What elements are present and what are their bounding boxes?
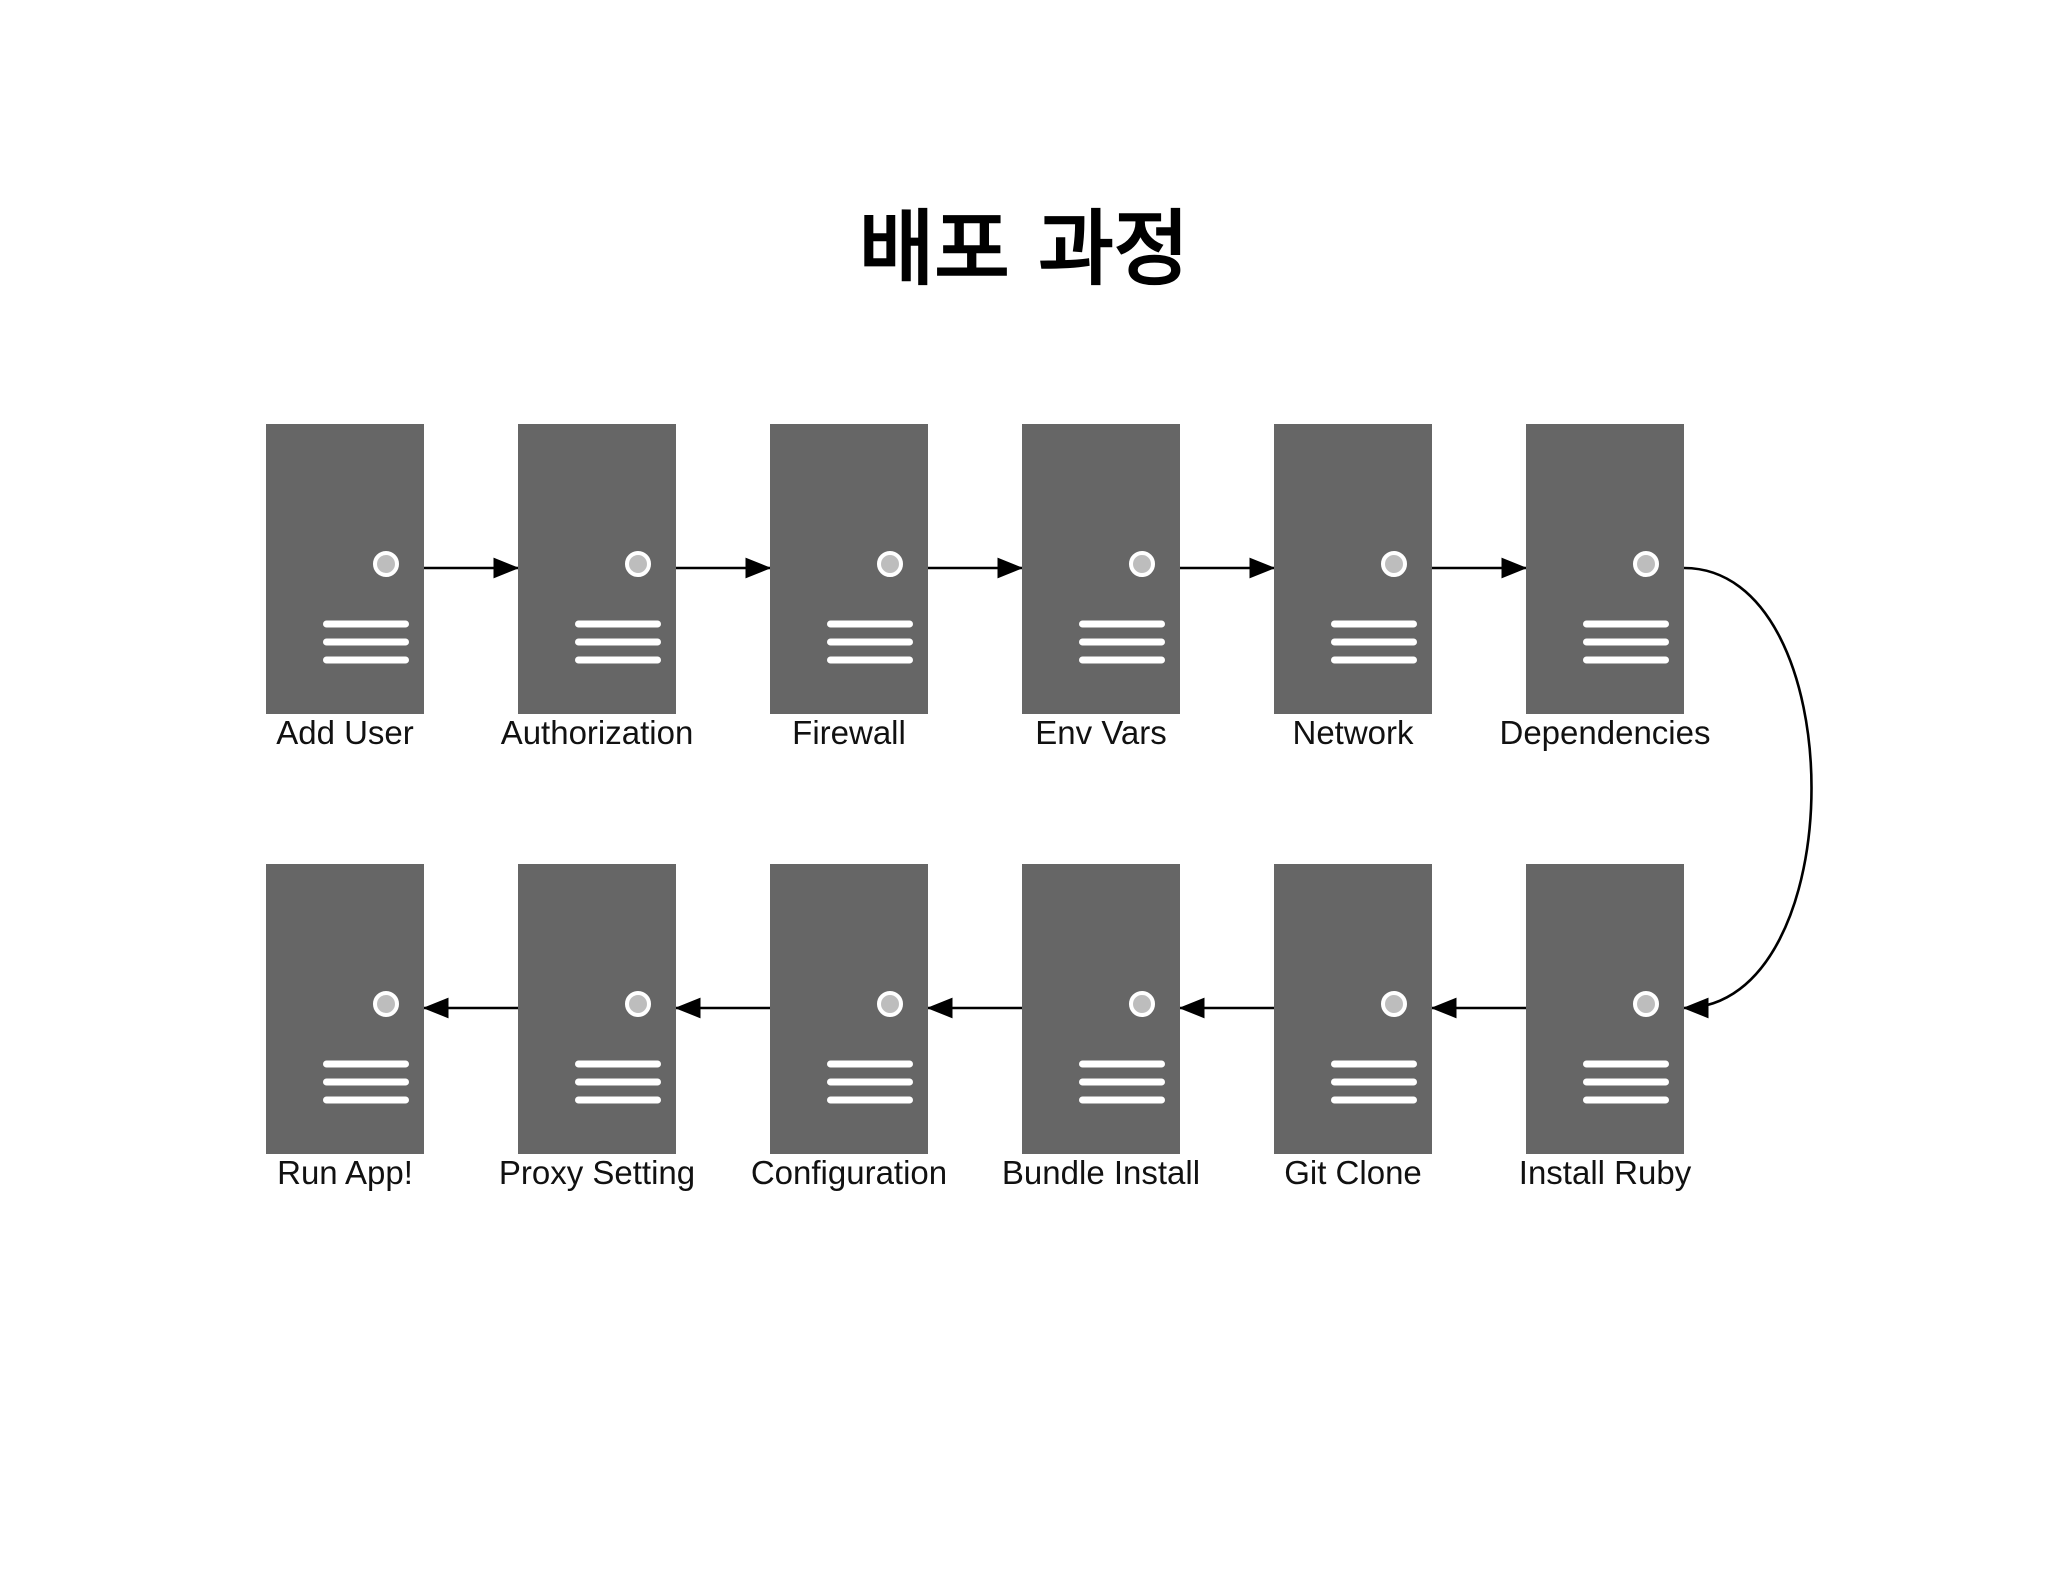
step-nodes: Add User Authorization Firewall Env Vars Net… xyxy=(266,424,1711,1191)
step-label: Proxy Setting xyxy=(499,1154,695,1191)
step-node: Env Vars xyxy=(1022,424,1180,751)
step-label: Authorization xyxy=(501,714,694,751)
page-title: 배포 과정 xyxy=(858,202,1190,297)
server-icon xyxy=(518,864,676,1154)
server-icon xyxy=(1526,864,1684,1154)
step-node: Add User xyxy=(266,424,424,751)
step-node: Bundle Install xyxy=(1002,864,1200,1191)
step-node: Install Ruby xyxy=(1519,864,1692,1191)
step-node: Network xyxy=(1274,424,1432,751)
step-label: Configuration xyxy=(751,1154,947,1191)
flow-arrow xyxy=(1682,566,1813,1019)
step-node: Proxy Setting xyxy=(499,864,695,1191)
connectors xyxy=(422,557,1813,1019)
server-icon xyxy=(518,424,676,714)
step-node: Configuration xyxy=(751,864,947,1191)
server-icon xyxy=(1274,864,1432,1154)
server-icon xyxy=(1022,864,1180,1154)
step-node: Run App! xyxy=(266,864,424,1191)
step-label: Network xyxy=(1292,714,1414,751)
server-icon xyxy=(1274,424,1432,714)
server-icon xyxy=(770,424,928,714)
step-node: Authorization xyxy=(501,424,694,751)
server-icon xyxy=(266,864,424,1154)
server-icon xyxy=(266,424,424,714)
step-label: Dependencies xyxy=(1500,714,1711,751)
step-label: Install Ruby xyxy=(1519,1154,1692,1191)
step-label: Git Clone xyxy=(1284,1154,1422,1191)
server-icon xyxy=(1022,424,1180,714)
step-node: Dependencies xyxy=(1500,424,1711,751)
step-label: Firewall xyxy=(792,714,906,751)
server-icon xyxy=(770,864,928,1154)
step-node: Git Clone xyxy=(1274,864,1432,1191)
step-label: Run App! xyxy=(277,1154,413,1191)
step-label: Bundle Install xyxy=(1002,1154,1200,1191)
step-label: Add User xyxy=(276,714,414,751)
step-label: Env Vars xyxy=(1035,714,1166,751)
server-icon xyxy=(1526,424,1684,714)
step-node: Firewall xyxy=(770,424,928,751)
